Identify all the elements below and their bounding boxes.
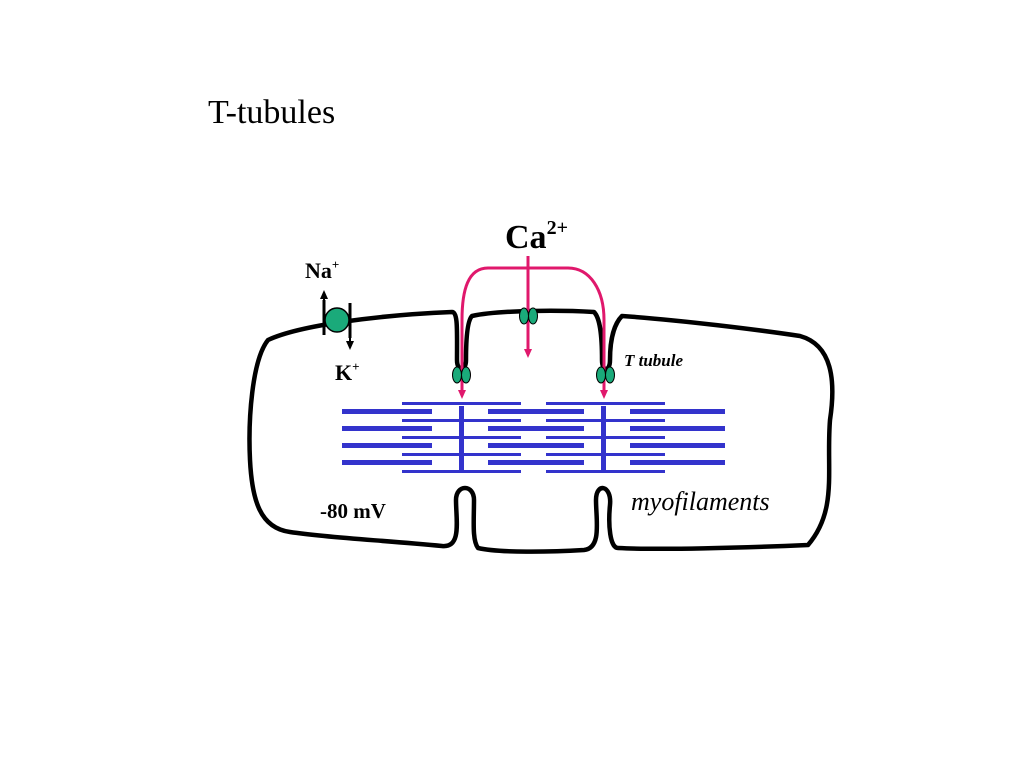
- cell-membrane: [247, 308, 835, 554]
- thin-filament: [402, 470, 521, 473]
- thick-filament: [630, 409, 725, 414]
- thick-filament: [342, 460, 432, 465]
- channel-icon: [461, 366, 471, 384]
- channel-icon: [605, 366, 615, 384]
- calcium-channels: [452, 307, 615, 384]
- myofilaments: [342, 402, 725, 473]
- thin-filament: [402, 419, 521, 422]
- channel-icon: [596, 366, 606, 384]
- thick-filament: [630, 460, 725, 465]
- thin-filament: [546, 402, 665, 405]
- t-tubule-label: T tubule: [624, 351, 683, 370]
- thick-filament: [630, 426, 725, 431]
- thick-filament: [488, 460, 584, 465]
- thin-filament: [546, 419, 665, 422]
- na-k-pump: [320, 290, 354, 350]
- channel-icon: [519, 307, 529, 325]
- thick-filament: [342, 426, 432, 431]
- k-label: K+: [335, 359, 360, 385]
- thick-filament: [342, 409, 432, 414]
- channel-icon: [528, 307, 538, 325]
- thick-filament: [342, 443, 432, 448]
- pump-icon: [324, 307, 350, 333]
- ca-label: Ca2+: [505, 217, 568, 256]
- thin-filament: [402, 453, 521, 456]
- thin-filament: [546, 436, 665, 439]
- thick-filament: [488, 443, 584, 448]
- na-label: Na+: [305, 257, 339, 283]
- membrane-potential-label: -80 mV: [320, 499, 386, 523]
- thin-filament: [402, 436, 521, 439]
- thick-filament: [630, 443, 725, 448]
- thin-filament: [546, 470, 665, 473]
- thin-filament: [546, 453, 665, 456]
- channel-icon: [452, 366, 462, 384]
- thick-filament: [488, 426, 584, 431]
- calcium-flow: [458, 256, 608, 399]
- thin-filament: [402, 402, 521, 405]
- slide-title: T-tubules: [208, 94, 336, 131]
- thick-filament: [488, 409, 584, 414]
- myofilaments-label: myofilaments: [631, 487, 770, 516]
- ca-arc-arrow: [528, 266, 608, 399]
- ca-arc-arrow: [458, 266, 528, 399]
